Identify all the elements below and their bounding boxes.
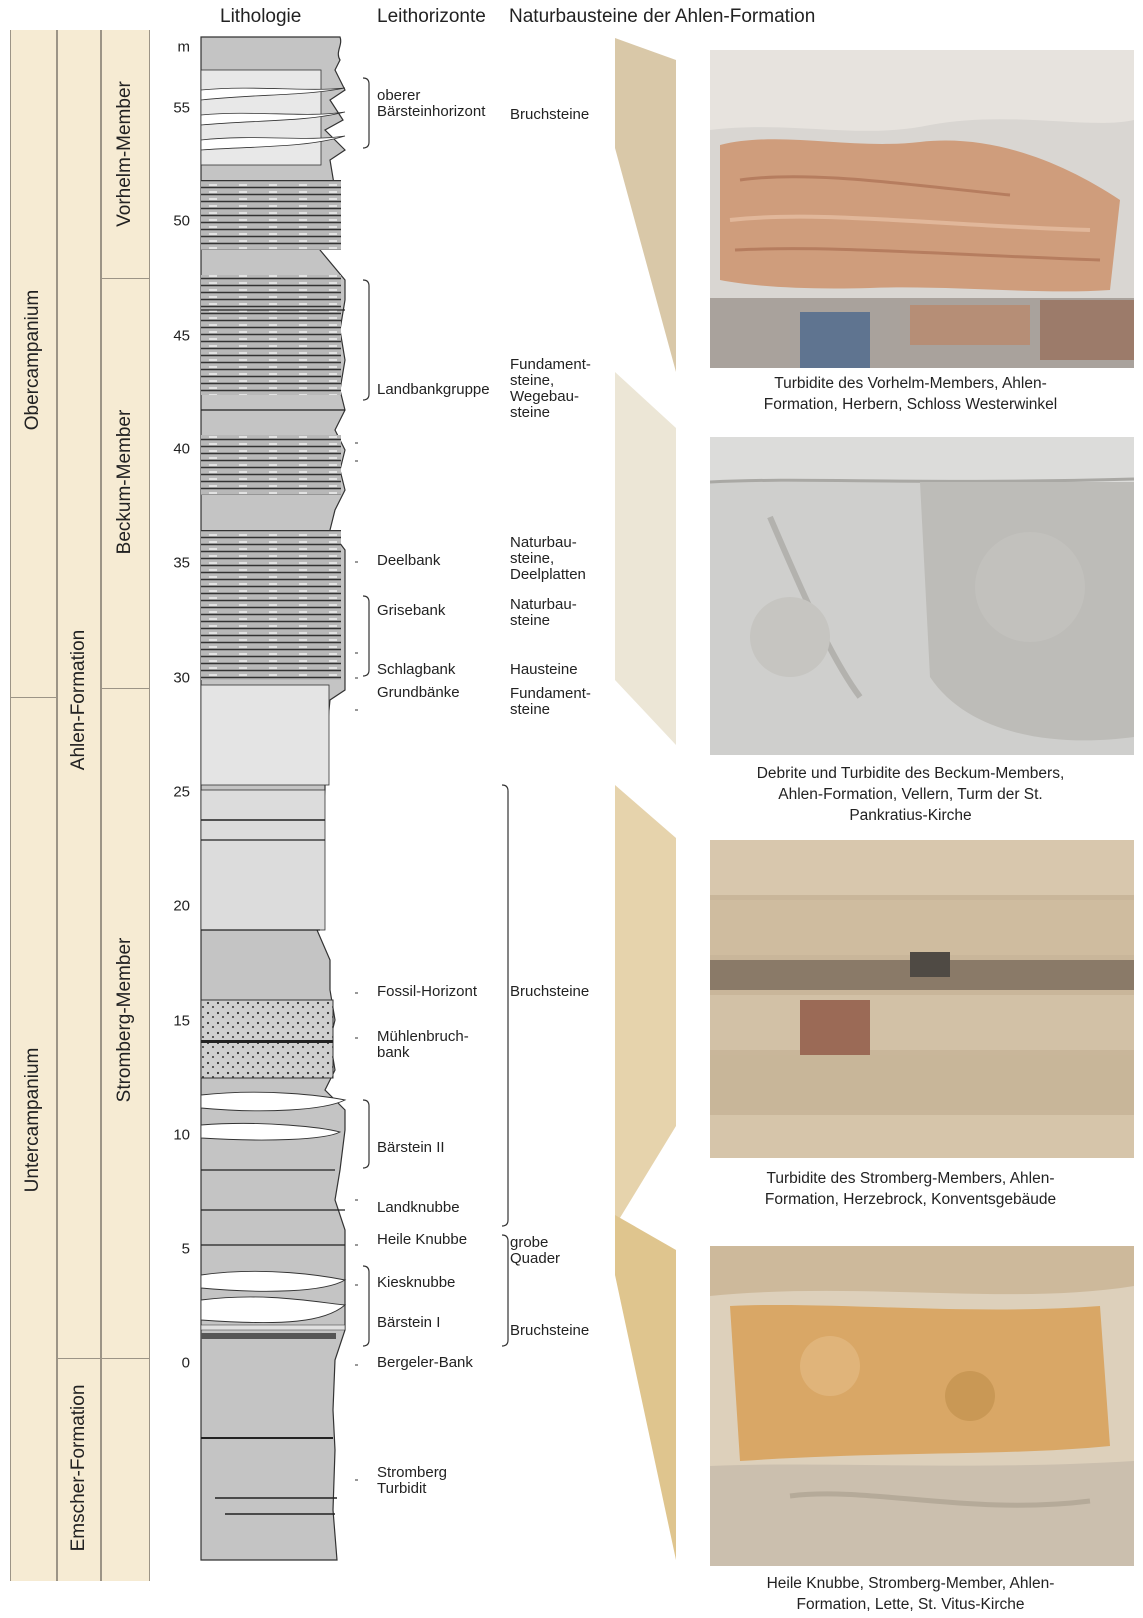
use-naturbausteine: Naturbau- steine [510,597,577,629]
horizon-baerstein-1: Bärstein I [377,1315,440,1331]
use-bruchsteine-low: Bruchsteine [510,1323,589,1339]
scale-tick: 0 [182,1355,190,1372]
stage-obercampanium: Obercampanium [22,290,44,430]
horizon-oberer-baersteinhorizont: oberer Bärsteinhorizont [377,88,485,120]
horizon-muehlenbruchbank: Mühlenbruch- bank [377,1029,469,1061]
lithologie-header: Lithologie [220,6,301,28]
photo-beckum-debrite [710,437,1134,755]
horizon-grundbaenke: Grundbänke [377,685,460,701]
naturbausteine-header: Naturbausteine der Ahlen-Formation [509,6,815,28]
use-hausteine: Hausteine [510,662,578,678]
scale-tick: 20 [173,898,190,915]
lithology-column [195,30,355,1590]
horizon-schlagbank: Schlagbank [377,662,455,678]
depth-scale: m 55 50 45 40 35 30 25 20 15 10 5 0 [150,0,190,1618]
use-naturbau-deelplatten: Naturbau- steine, Deelplatten [510,535,586,583]
horizon-grisebank: Grisebank [377,603,445,619]
member-boundary-3 [101,1358,150,1359]
caption-photo-1: Turbidite des Vorhelm-Members, Ahlen- Fo… [698,373,1123,415]
horizon-fossil: Fossil-Horizont [377,984,477,1000]
stage-untercampanium: Untercampanium [22,1048,44,1193]
scale-tick: 50 [173,213,190,230]
member-boundary-1 [101,278,150,279]
member-beckum: Beckum-Member [114,410,136,555]
member-stromberg: Stromberg-Member [114,938,136,1103]
photo-stromberg-turbidite [710,840,1134,1158]
formation-boundary [57,1358,101,1359]
horizon-kiesknubbe: Kiesknubbe [377,1275,455,1291]
photo-vorhelm-turbidite [710,50,1134,368]
horizon-bergeler-bank: Bergeler-Bank [377,1355,473,1371]
horizon-baerstein-2: Bärstein II [377,1140,445,1156]
scale-tick: 45 [173,328,190,345]
photo-heile-knubbe [710,1246,1134,1566]
horizon-deelbank: Deelbank [377,553,440,569]
leithorizonte-header: Leithorizonte [377,6,486,28]
use-grobe-quader: grobe Quader [510,1235,560,1267]
horizon-stromberg-turbidit: Stromberg Turbidit [377,1465,447,1497]
scale-tick: 5 [182,1241,190,1258]
member-vorhelm: Vorhelm-Member [114,81,136,227]
member-boundary-2 [101,688,150,689]
member-column [101,30,150,1581]
caption-photo-4: Heile Knubbe, Stromberg-Member, Ahlen- F… [698,1573,1123,1615]
scale-tick: 55 [173,100,190,117]
use-bruchsteine-top: Bruchsteine [510,107,589,123]
caption-photo-2: Debrite und Turbidite des Beckum-Members… [698,763,1123,826]
scale-unit: m [178,39,191,56]
horizon-landknubbe: Landknubbe [377,1200,460,1216]
scale-tick: 40 [173,441,190,458]
formation-emscher: Emscher-Formation [68,1385,90,1552]
stage-boundary [10,697,57,698]
photo-link-wedges [600,30,710,1590]
horizon-heile-knubbe: Heile Knubbe [377,1232,467,1248]
formation-ahlen: Ahlen-Formation [68,630,90,770]
scale-tick: 30 [173,670,190,687]
scale-tick: 10 [173,1127,190,1144]
formation-column [57,30,101,1581]
use-fundamentsteine: Fundament- steine [510,686,591,718]
use-fundament-wegebau: Fundament- steine, Wegebau- steine [510,357,591,421]
scale-tick: 15 [173,1013,190,1030]
horizon-landbankgruppe: Landbankgruppe [377,382,490,398]
scale-tick: 35 [173,555,190,572]
caption-photo-3: Turbidite des Stromberg-Members, Ahlen- … [698,1168,1123,1210]
use-bruchsteine-mid: Bruchsteine [510,984,589,1000]
stage-column [10,30,57,1581]
scale-tick: 25 [173,784,190,801]
